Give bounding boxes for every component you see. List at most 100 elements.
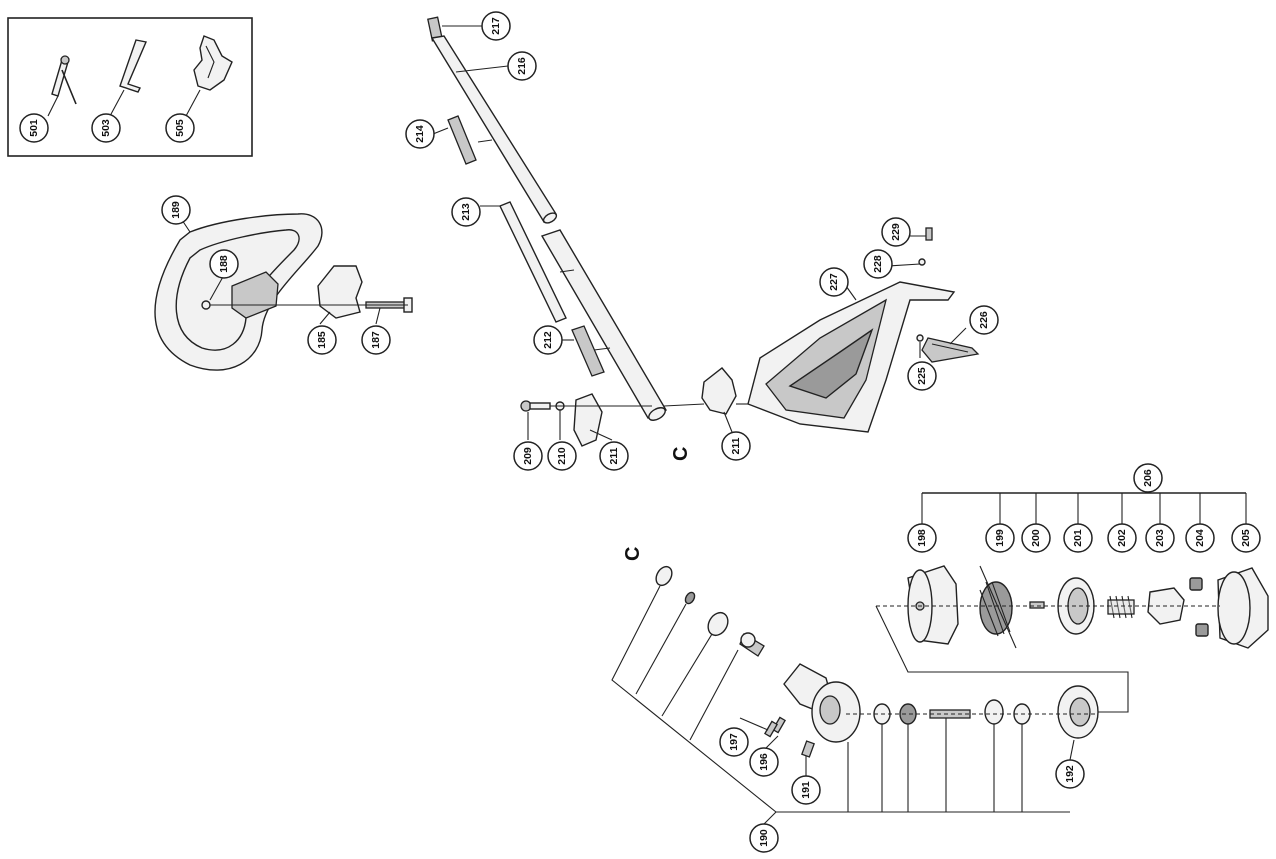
callout-214-label: 214 <box>414 125 426 143</box>
callout-229: 229 <box>881 217 911 247</box>
callout-206-label: 206 <box>1142 469 1154 487</box>
handle-bracket-part <box>201 271 279 319</box>
callout-213: 213 <box>451 197 481 227</box>
callout-209-label: 209 <box>522 447 534 465</box>
callout-197-label: 197 <box>728 733 740 751</box>
screw-part-196 <box>764 716 786 738</box>
callout-198-label: 198 <box>916 529 928 547</box>
callout-201-label: 201 <box>1072 529 1084 547</box>
callout-229-label: 229 <box>890 223 902 241</box>
callout-216-label: 216 <box>516 57 528 75</box>
grip-part-213 <box>499 201 567 323</box>
handle-clamp-part <box>317 265 363 319</box>
callout-185: 185 <box>307 325 337 355</box>
callout-202: 202 <box>1107 523 1137 553</box>
shaft-clamp-left-part <box>573 393 603 447</box>
grip-part-214 <box>447 115 477 165</box>
guard-blade-holder-part <box>921 337 980 363</box>
callout-203: 203 <box>1145 523 1175 553</box>
spark-plug-wrench-part <box>51 55 77 105</box>
callout-203-label: 203 <box>1154 529 1166 547</box>
callout-185-label: 185 <box>316 331 328 349</box>
callout-204-label: 204 <box>1194 529 1206 547</box>
gear-housing-part <box>783 663 861 743</box>
eyelet-part-top <box>1189 577 1203 591</box>
callout-200-label: 200 <box>1030 529 1042 547</box>
upper-shaft-part <box>430 35 558 224</box>
callout-226: 226 <box>969 305 999 335</box>
callout-226-label: 226 <box>978 311 990 329</box>
spring-part <box>1107 595 1135 619</box>
callout-225: 225 <box>907 361 937 391</box>
callout-189: 189 <box>161 195 191 225</box>
bearing-part <box>707 611 729 637</box>
callout-187-label: 187 <box>370 331 382 349</box>
callout-228: 228 <box>863 249 893 279</box>
reference-letter-bottom: C <box>622 547 644 561</box>
callout-202-label: 202 <box>1116 529 1128 547</box>
callout-209: 209 <box>513 441 543 471</box>
grip-part-212 <box>571 325 605 377</box>
callout-196: 196 <box>749 747 779 777</box>
callout-212-label: 212 <box>542 331 554 349</box>
callout-190-label: 190 <box>758 829 770 847</box>
callout-188-label: 188 <box>218 255 230 273</box>
callout-505: 505 <box>165 113 195 143</box>
gear-head-group <box>611 565 1099 813</box>
callout-214: 214 <box>405 119 435 149</box>
callout-192: 192 <box>1055 759 1085 789</box>
callout-204: 204 <box>1185 523 1215 553</box>
callout-211-left: 211 <box>599 441 629 471</box>
callout-199-label: 199 <box>994 529 1006 547</box>
callout-211-left-label: 211 <box>608 447 620 464</box>
callout-196-label: 196 <box>758 753 770 771</box>
callout-201: 201 <box>1063 523 1093 553</box>
line-spool-part <box>979 565 1017 649</box>
callout-227-label: 227 <box>828 273 840 291</box>
callout-210-label: 210 <box>556 447 568 465</box>
screw-part-191 <box>801 740 815 758</box>
callout-503-label: 503 <box>100 119 112 137</box>
callout-505-label: 505 <box>174 119 186 137</box>
small-washer-part <box>684 591 696 605</box>
callout-217-label: 217 <box>490 17 502 35</box>
callout-501: 501 <box>19 113 49 143</box>
callout-217: 217 <box>481 11 511 41</box>
pinion-shaft-part <box>739 632 765 657</box>
drive-flange-part <box>1057 685 1099 739</box>
callout-205: 205 <box>1231 523 1261 553</box>
callout-205-label: 205 <box>1240 529 1252 547</box>
snap-ring-part <box>655 565 673 587</box>
gear-bearing-parts <box>873 699 1031 725</box>
head-housing-part <box>1217 567 1269 649</box>
reference-letter-top: C <box>670 447 692 461</box>
guard-screw-part <box>918 227 933 266</box>
callout-198: 198 <box>907 523 937 553</box>
shaft-assembly <box>427 16 752 447</box>
callout-199: 199 <box>985 523 1015 553</box>
callout-211-right-label: 211 <box>730 437 742 454</box>
callout-191: 191 <box>791 775 821 805</box>
callout-211-right: 211 <box>721 431 751 461</box>
callout-191-label: 191 <box>800 781 812 799</box>
callout-187: 187 <box>361 325 391 355</box>
guard-assembly <box>747 227 980 433</box>
hex-key-part <box>119 39 147 93</box>
callout-192-label: 192 <box>1064 765 1076 783</box>
callout-206: 206 <box>1133 463 1163 493</box>
callout-212: 212 <box>533 325 563 355</box>
callout-197: 197 <box>719 727 749 757</box>
spool-pin-part <box>1029 601 1045 609</box>
callout-210: 210 <box>547 441 577 471</box>
accessory-box <box>7 17 253 157</box>
callout-213-label: 213 <box>460 203 472 221</box>
clip-part <box>193 35 233 91</box>
callout-188: 188 <box>209 249 239 279</box>
callout-501-label: 501 <box>28 119 40 137</box>
callout-225-label: 225 <box>916 367 928 385</box>
lower-shaft-part <box>540 229 668 421</box>
callout-227: 227 <box>819 267 849 297</box>
callout-228-label: 228 <box>872 255 884 273</box>
bolt-part-209 <box>520 400 551 412</box>
